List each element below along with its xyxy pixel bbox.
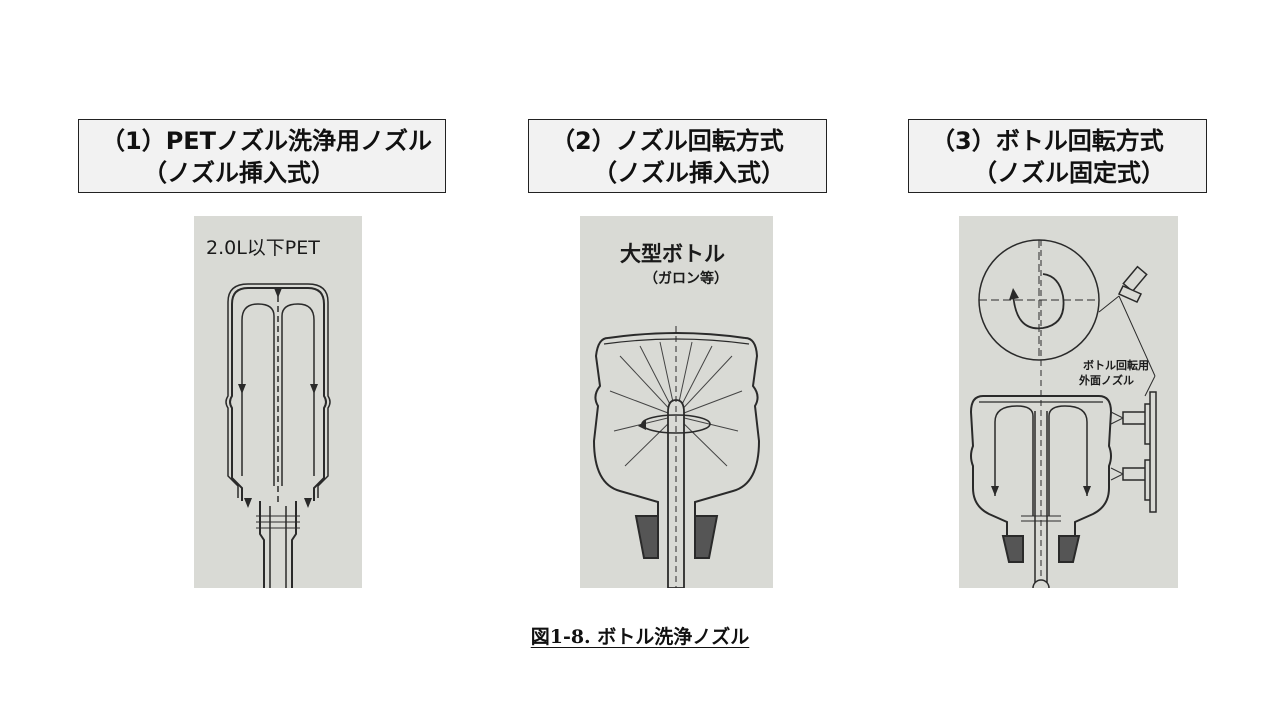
- pet-label: 2.0L以下PET: [206, 237, 320, 259]
- outer-nozzle-label-line2: 外面ノズル: [1079, 374, 1134, 387]
- figure-caption-text: 図1-8. ボトル洗浄ノズル: [530, 626, 750, 648]
- panel-1-title: （1）PETノズル洗浄用ノズル: [101, 127, 433, 155]
- pet-bottle-diagram: [225, 283, 331, 588]
- pet-bottle-nozzle-illustration: 2.0L以下PET: [194, 216, 362, 588]
- large-bottle-label: 大型ボトル: [620, 242, 725, 266]
- panel-2-title: （2）ノズル回転方式: [551, 127, 784, 155]
- panel-title-box-2: （2）ノズル回転方式 （ノズル挿入式）: [528, 119, 827, 193]
- panel-1-subtitle: （ノズル挿入式）: [143, 159, 335, 187]
- gallon-label: （ガロン等）: [644, 271, 728, 287]
- panel-title-box-3: （3）ボトル回転方式 （ノズル固定式）: [908, 119, 1207, 193]
- panel-title-box-1: （1）PETノズル洗浄用ノズル （ノズル挿入式）: [78, 119, 446, 193]
- bottle-rotation-fixed-nozzle-illustration: ボトル回転用 外面ノズル: [959, 216, 1178, 588]
- figure-caption: 図1-8. ボトル洗浄ノズル: [0, 622, 1280, 649]
- large-bottle-rotating-nozzle-illustration: 大型ボトル （ガロン等）: [580, 216, 773, 588]
- outer-nozzle-label-line1: ボトル回転用: [1083, 359, 1149, 372]
- panel-3-title: （3）ボトル回転方式: [931, 127, 1164, 155]
- panel-2-subtitle: （ノズル挿入式）: [593, 159, 785, 187]
- bottle-rotation-diagram: [969, 239, 1157, 588]
- panel-3-subtitle: （ノズル固定式）: [973, 159, 1165, 187]
- large-bottle-diagram: [592, 326, 761, 588]
